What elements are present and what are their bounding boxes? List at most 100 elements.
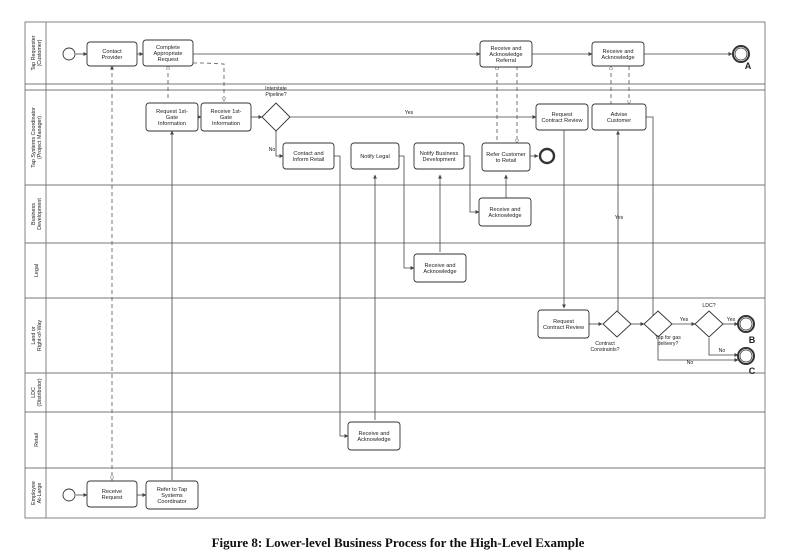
task-box — [145, 480, 199, 510]
gateway-ldc — [694, 310, 724, 338]
start-event-customer — [62, 47, 76, 61]
lane-label-employee: EmployeeAt-Large — [31, 481, 43, 505]
lane-labels: Tap Requester(Customer) Tap Systems Coord… — [31, 35, 43, 505]
flow-label-no2: No — [719, 348, 726, 354]
lane-label-legal: Legal — [34, 264, 40, 277]
lane-label-ldc: LDC(Distributor) — [31, 378, 43, 406]
end-label-a: A — [745, 61, 752, 71]
task-box — [86, 480, 138, 508]
task-box — [478, 197, 532, 227]
flow-label-yes1: Yes — [405, 110, 414, 116]
task-box — [535, 103, 589, 131]
flow-label-no1: No — [269, 147, 276, 153]
task-box — [282, 142, 335, 170]
gateway-gas-delivery — [643, 310, 673, 338]
flow-gas-no-to-end-c — [657, 338, 739, 362]
flow-notify-legal-to-legal — [399, 155, 415, 270]
flow-contact-retail-to-retail — [334, 155, 349, 438]
lane-label-land: Land orRight-of-Way — [31, 320, 43, 352]
task-box — [86, 41, 138, 67]
gateway-contract — [602, 310, 632, 338]
lane-label-tap_coord: Tap Systems Coordinator(Project Manager) — [31, 107, 43, 168]
lane-label-retail: Retail — [34, 433, 40, 447]
task-box — [142, 39, 194, 67]
task-box — [591, 41, 645, 67]
gateway-interstate — [261, 102, 291, 132]
events — [62, 45, 755, 502]
pool-frame — [24, 21, 766, 519]
task-box — [413, 142, 465, 170]
lane-label-tap_requester: Tap Requester(Customer) — [31, 35, 43, 70]
flow-label-yes2: Yes — [615, 215, 624, 221]
task-box — [347, 421, 401, 451]
end-event-refer — [538, 147, 556, 165]
task-label: Notify Legal — [360, 154, 390, 160]
task-box — [537, 309, 590, 339]
end-label-b: B — [749, 335, 756, 345]
task-box — [145, 102, 199, 132]
flow-notify-bizdev-to-bizdev — [464, 155, 480, 214]
task-box — [350, 142, 400, 170]
end-label-c: C — [749, 366, 756, 376]
flow-label-no3: No — [687, 360, 694, 366]
message-complete-to-receive-gate — [193, 62, 224, 101]
task-box — [413, 253, 467, 283]
figure-caption: Figure 8: Lower-level Business Process f… — [211, 535, 585, 550]
flow-advise-to-gas-gateway — [643, 116, 654, 326]
start-event-employee — [62, 488, 76, 502]
task-box — [481, 142, 531, 172]
flow-no-to-contact-retail — [275, 131, 284, 158]
sequence-flows — [76, 52, 739, 497]
process-diagram: Tap Requester(Customer) Tap Systems Coord… — [24, 21, 766, 519]
lane-label-bizdev: BusinessDevelopment — [31, 198, 43, 230]
task-box — [591, 103, 647, 131]
flow-label-yes3: Yes — [680, 317, 689, 323]
gateway-label-ldc: LDC? — [702, 303, 715, 309]
flow-ldc-no-to-end-c — [708, 338, 739, 357]
task-box — [200, 102, 252, 132]
flow-label-yes4: Yes — [727, 317, 736, 323]
gateways — [261, 102, 724, 338]
task-box — [479, 40, 533, 68]
task-notify-legal[interactable]: Notify Legal — [350, 142, 400, 170]
message-flows — [112, 62, 629, 480]
